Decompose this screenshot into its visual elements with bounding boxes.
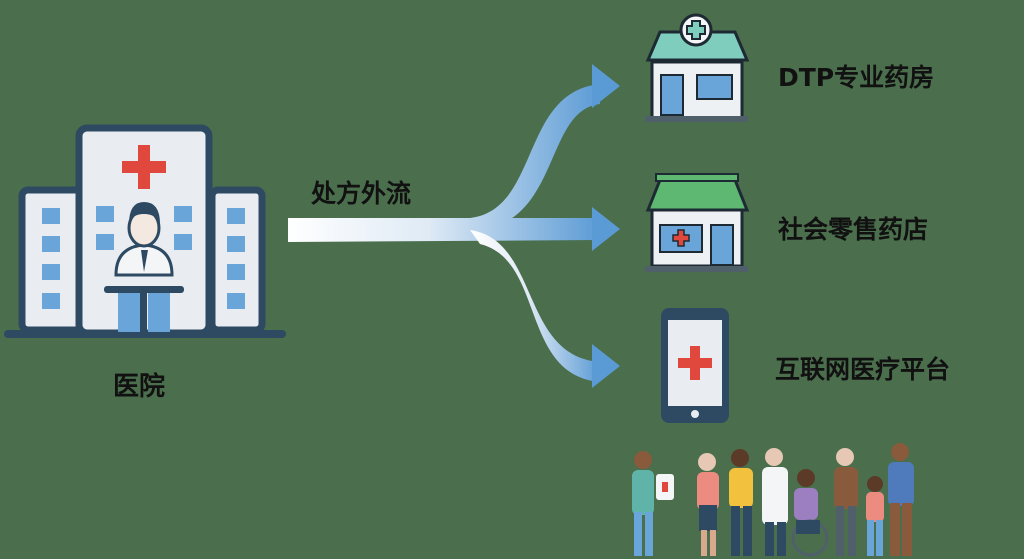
- arrowhead-middle: [592, 207, 620, 251]
- flow-arrows: [288, 64, 620, 388]
- arrowhead-bottom: [592, 344, 620, 388]
- flow-label: 处方外流: [311, 179, 412, 208]
- patients-group-icon: [632, 443, 914, 557]
- pharmacy-store-icon: [645, 13, 750, 122]
- target-label-internet: 互联网医疗平台: [775, 355, 951, 384]
- hospital-icon: [4, 124, 286, 338]
- target-label-retail: 社会零售药店: [778, 215, 929, 244]
- retail-drugstore-icon: [645, 173, 750, 272]
- target-label-dtp: DTP专业药房: [778, 63, 935, 92]
- red-cross-icon: [122, 145, 166, 189]
- arrowhead-top: [592, 64, 620, 108]
- hospital-label: 医院: [113, 372, 166, 402]
- doctor-icon: [114, 202, 174, 277]
- mobile-phone-medical-icon: [661, 308, 729, 423]
